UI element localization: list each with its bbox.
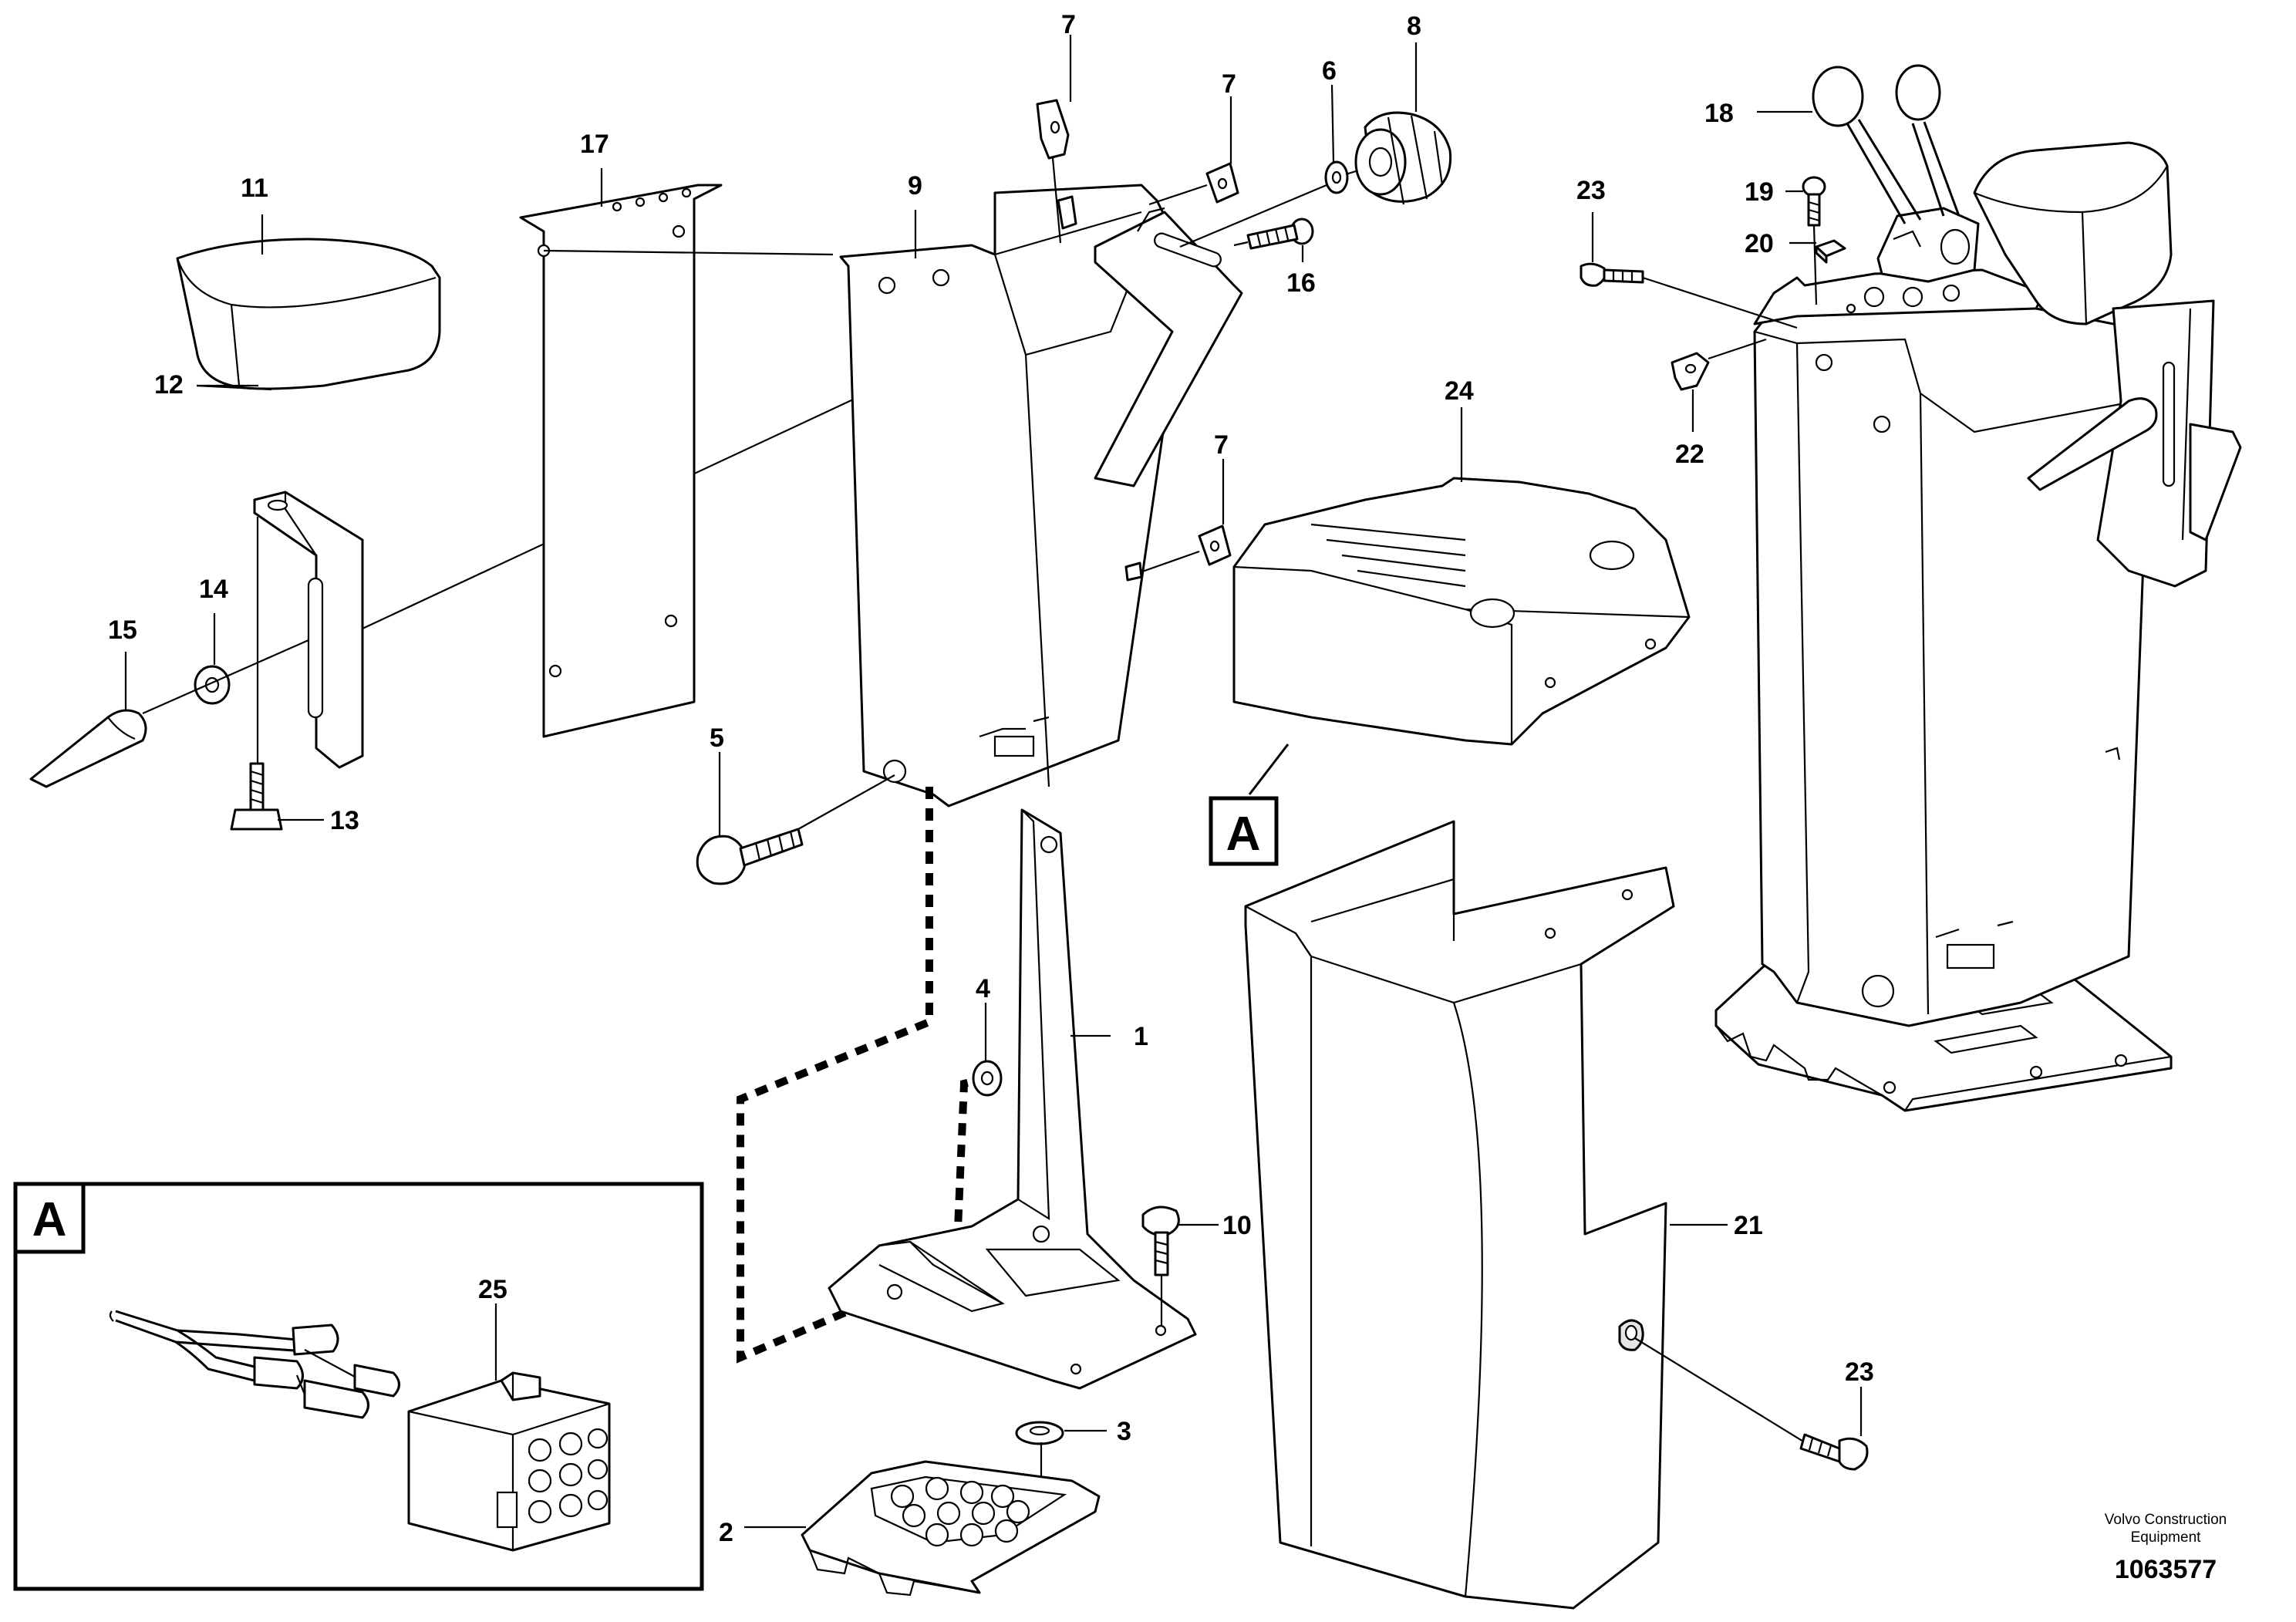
label-15: 15	[108, 615, 137, 645]
label-25: 25	[478, 1275, 507, 1304]
label-21: 21	[1734, 1211, 1763, 1240]
label-19: 19	[1745, 177, 1774, 207]
brand-line-2: Equipment	[2131, 1529, 2202, 1546]
label-22: 22	[1675, 440, 1704, 469]
knob-8	[1345, 111, 1452, 205]
title-block: Volvo Construction Equipment 1063577	[2105, 1512, 2227, 1584]
lever-knob-15	[29, 709, 147, 788]
side-plate	[519, 184, 834, 738]
label-23b: 23	[1845, 1357, 1874, 1387]
label-1: 1	[1134, 1022, 1148, 1051]
label-7a: 7	[1061, 10, 1076, 39]
label-7c: 7	[1214, 430, 1229, 460]
bolt-13	[230, 517, 283, 831]
console-housing	[839, 184, 1243, 808]
bolt-10	[1141, 1206, 1180, 1327]
washer-6	[1179, 160, 1349, 248]
front-cover-21	[1244, 820, 1675, 1610]
clip-7b	[1148, 162, 1239, 206]
label-9: 9	[908, 171, 922, 201]
label-10: 10	[1222, 1211, 1252, 1240]
dashed-assembly-line-b	[952, 1076, 981, 1266]
top-cover-24	[1232, 477, 1691, 746]
label-23a: 23	[1576, 176, 1606, 205]
label-12: 12	[154, 370, 184, 400]
clip-7a	[1036, 99, 1077, 244]
label-20: 20	[1745, 229, 1774, 258]
view-marker-a: A	[1209, 744, 1290, 866]
console-bracket-base	[828, 808, 1197, 1390]
detail-box-a: A	[13, 1182, 704, 1591]
view-marker-text: A	[1226, 808, 1261, 861]
nut-20	[1815, 239, 1846, 264]
brand-line-1: Volvo Construction	[2105, 1512, 2227, 1528]
label-6: 6	[1322, 56, 1337, 86]
assembled-console	[1714, 64, 2242, 1112]
label-18: 18	[1704, 99, 1734, 128]
ref-line-bolt5	[797, 774, 895, 830]
connector-plate-2	[801, 1460, 1101, 1597]
drawing-number: 1063577	[2115, 1555, 2217, 1584]
label-11: 11	[241, 174, 268, 203]
leader-lines	[124, 35, 1863, 1529]
clip-7c	[1124, 524, 1232, 582]
label-7b: 7	[1222, 69, 1236, 99]
dashed-assembly-line-a	[737, 787, 958, 1364]
clip-22	[1671, 338, 1767, 391]
screw-23-upper	[1580, 262, 1798, 329]
label-3: 3	[1117, 1417, 1131, 1446]
label-17: 17	[580, 130, 609, 159]
callout-labels: 1 2 3 4 5 6 7 7 7 8 9 10 11 12 13 14 15 …	[108, 10, 1874, 1547]
washer-14	[194, 665, 231, 705]
label-13: 13	[330, 806, 359, 835]
screw-16	[1233, 218, 1314, 250]
ref-line-knob	[142, 639, 309, 715]
screw-19	[1802, 176, 1826, 305]
screw-23-lower	[1634, 1337, 1869, 1471]
label-2: 2	[719, 1518, 733, 1547]
armrest-pad	[176, 238, 441, 390]
washer-4	[972, 1060, 1003, 1097]
detail-marker-text: A	[32, 1193, 67, 1246]
label-16: 16	[1286, 268, 1316, 298]
label-14: 14	[199, 575, 228, 604]
grommet-3	[1015, 1421, 1064, 1504]
label-4: 4	[976, 974, 990, 1003]
bolt-5	[696, 828, 804, 885]
label-8: 8	[1407, 12, 1421, 41]
armrest-bracket	[253, 491, 364, 769]
label-24: 24	[1445, 376, 1474, 406]
label-5: 5	[710, 723, 724, 753]
